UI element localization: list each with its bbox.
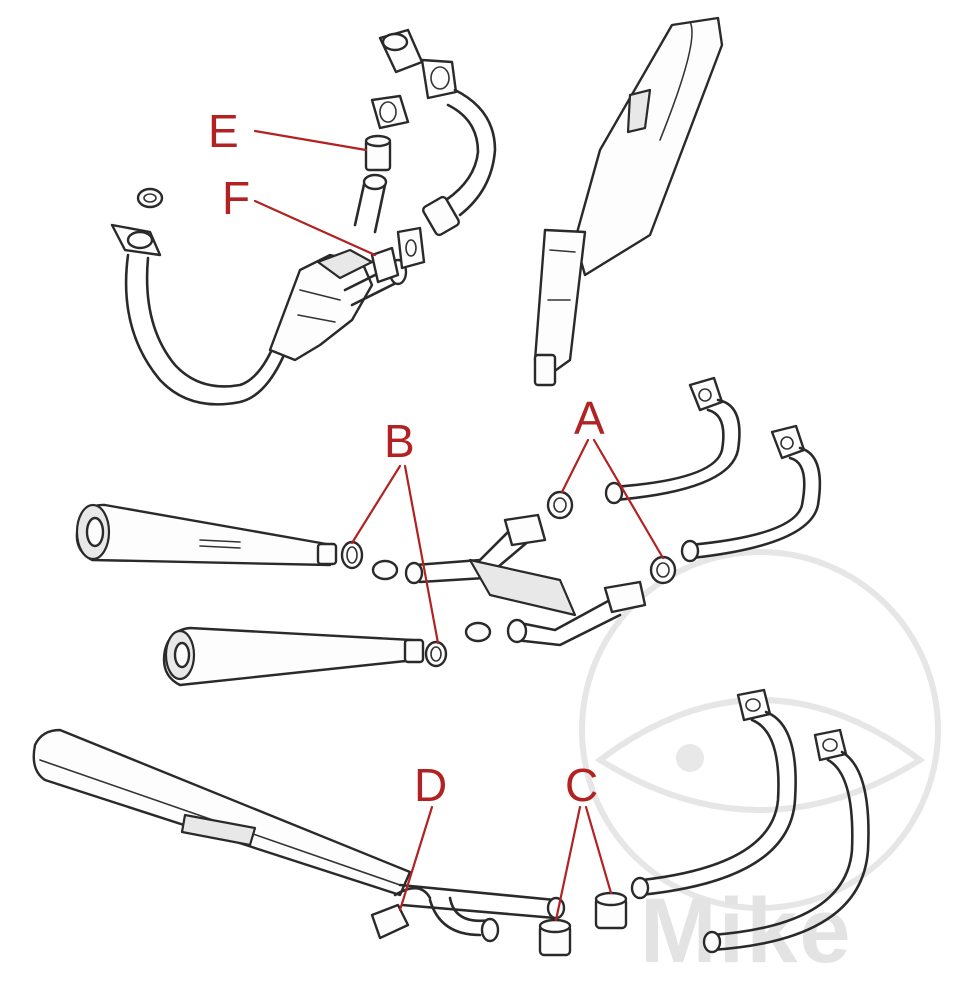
label-a: A	[574, 392, 605, 444]
label-b: B	[384, 415, 415, 467]
label-d: D	[414, 759, 448, 811]
label-e: E	[208, 105, 239, 157]
middle-exhaust-assembly	[75, 376, 822, 687]
top-left-exhaust-assembly	[110, 28, 497, 406]
bottom-exhaust-assembly	[32, 688, 870, 957]
label-f: F	[222, 172, 251, 224]
leader-lines	[253, 129, 665, 922]
top-right-muffler	[533, 16, 724, 387]
label-c: C	[565, 759, 599, 811]
